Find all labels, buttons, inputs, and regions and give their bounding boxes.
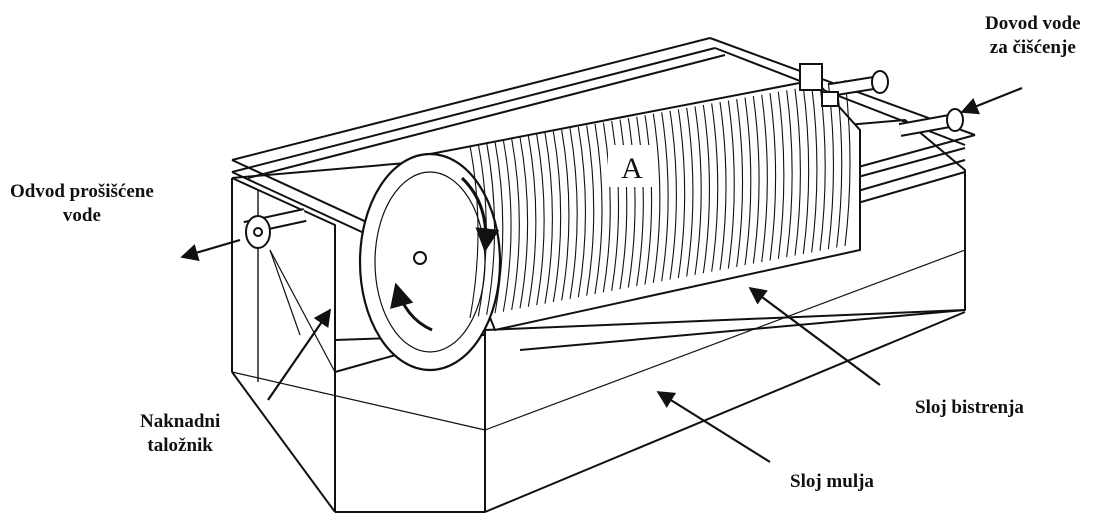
- inlet-label-line-1: Dovod vode: [985, 13, 1081, 34]
- sludge-layer-label: Sloj mulja: [790, 471, 874, 492]
- outlet-label-line-2: vode: [62, 205, 101, 226]
- settler-pointer: [267, 308, 331, 401]
- drum-disc-line: [702, 104, 711, 274]
- drum-disc-line: [736, 98, 744, 267]
- drum-disc-line: [794, 88, 801, 256]
- drum-disc-line: [669, 110, 677, 280]
- drum-disc-line: [577, 126, 587, 298]
- drum-disc-line: [527, 135, 537, 307]
- drum-disc-line: [636, 116, 644, 287]
- outlet-flow-arrow: [180, 238, 241, 261]
- drum-disc-line: [686, 107, 694, 277]
- drum-disc-line: [552, 131, 562, 303]
- drum-marker-label: A: [621, 152, 643, 185]
- drum-disc-line: [711, 103, 719, 272]
- drum-disc-line: [619, 119, 628, 290]
- settler-label-line-1: Naknadni: [140, 411, 221, 432]
- drum-disc-line: [536, 134, 545, 306]
- drum-disc-line: [677, 109, 686, 279]
- drum-disc-line: [719, 101, 727, 271]
- drum-disc-line: [544, 132, 553, 304]
- drum-disc-line: [644, 115, 653, 285]
- pipes: [243, 63, 964, 265]
- inlet-cleaning-water-label: Dovod vode za čišćenje: [985, 12, 1081, 60]
- drum-disc-line: [777, 91, 785, 259]
- settler-label-line-2: taložnik: [147, 435, 213, 456]
- drum-disc-line: [652, 113, 661, 283]
- drum-disc-line: [769, 93, 777, 261]
- drum-disc-line: [802, 87, 810, 255]
- sludge-pointer: [656, 391, 771, 463]
- inlet-flow-arrow: [960, 86, 1023, 115]
- drum-disc-line: [752, 96, 760, 264]
- drum-disc-line: [811, 85, 818, 253]
- drum-disc-line: [611, 120, 620, 291]
- drum-disc-line: [519, 137, 529, 309]
- drum-disc-line: [661, 112, 669, 282]
- clarification-pointer: [748, 286, 881, 386]
- inlet-label-line-2: za čišćenje: [989, 37, 1076, 58]
- drum-disc-line: [761, 94, 768, 263]
- outlet-label-line-1: Odvod prošišćene: [10, 181, 154, 202]
- drum-disc-line: [786, 90, 793, 258]
- drum-disc-line: [502, 140, 512, 312]
- drum-disc-line: [602, 122, 611, 293]
- post-settler-label: Naknadni taložnik: [140, 410, 220, 458]
- drum-disc-line: [627, 118, 636, 288]
- drum-disc-line: [694, 106, 702, 275]
- callout-arrows: [180, 86, 1023, 463]
- outlet-filtered-water-label: Odvod prošišćene vode: [10, 180, 154, 228]
- drum-disc-line: [569, 128, 578, 299]
- drum-disc-line: [744, 97, 752, 266]
- drum-disc-line: [511, 138, 520, 311]
- drum-discs: [469, 79, 851, 319]
- drum-disc-line: [844, 79, 851, 247]
- drum-disc-line: [561, 129, 570, 301]
- drum-disc-line: [586, 125, 595, 296]
- drum-disc-line: [494, 141, 504, 314]
- drum-arrows: [390, 176, 500, 332]
- drum-disc-line: [594, 123, 603, 295]
- drum-disc-line: [727, 100, 735, 269]
- clarification-layer-label: Sloj bistrenja: [915, 397, 1024, 418]
- drum-label-box: [608, 145, 656, 187]
